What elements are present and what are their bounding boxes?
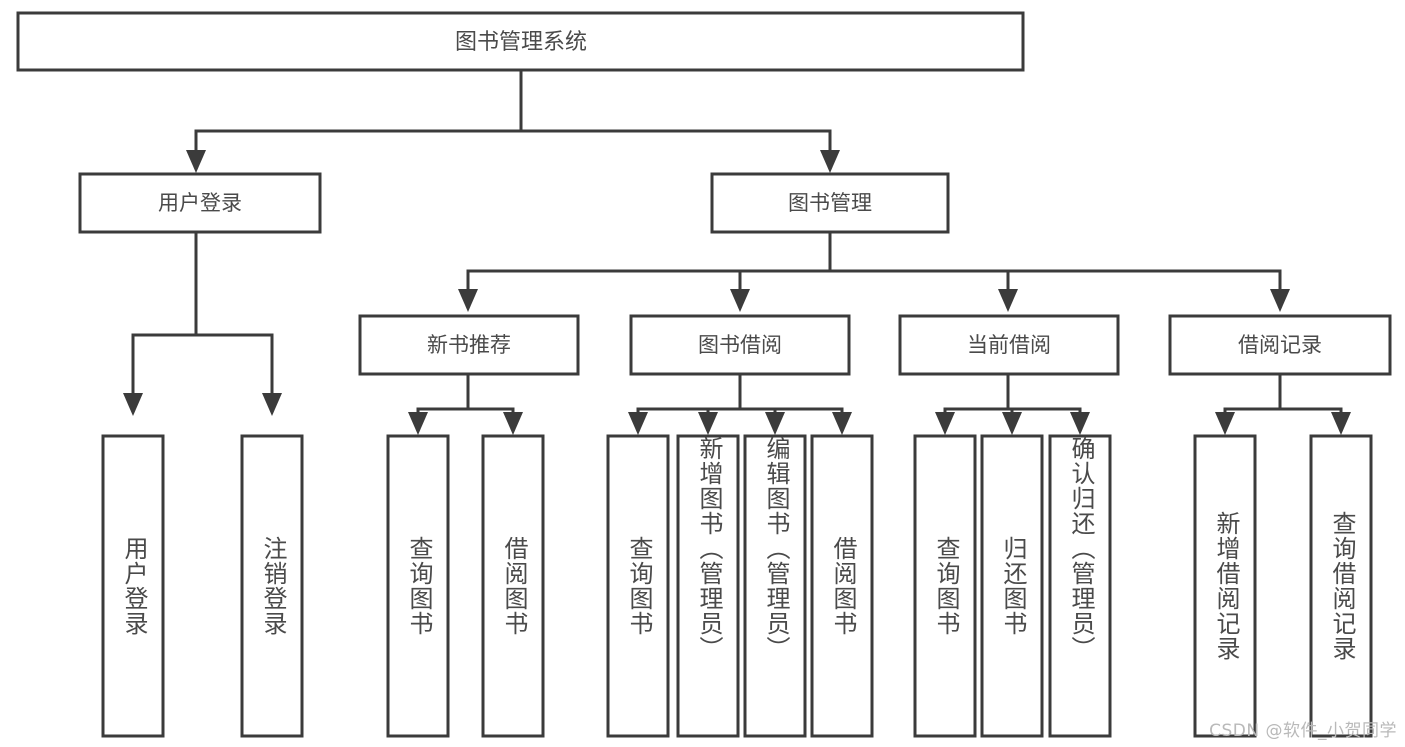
connector-book-borrow-to-leaves (628, 374, 852, 435)
node-current-borrow-label: 当前借阅 (967, 333, 1051, 357)
node-new-book-recommend-label: 新书推荐 (427, 333, 511, 357)
leaf-box-borrow-record-1[interactable] (1309, 434, 1373, 738)
node-root-system-label: 图书管理系统 (455, 30, 587, 55)
connector-root-to-level1 (186, 68, 840, 173)
leaf-box-current-borrow-1[interactable] (980, 434, 1044, 738)
leaf-box-new-book-1[interactable] (481, 434, 545, 738)
leaf-box-current-borrow-2[interactable] (1048, 434, 1112, 738)
connector-current-borrow-to-leaves (935, 374, 1090, 435)
leaf-box-book-borrow-3[interactable] (810, 434, 874, 738)
node-book-manage-label: 图书管理 (788, 191, 872, 215)
leaf-box-book-borrow-0[interactable] (606, 434, 670, 738)
leaf-box-book-borrow-1[interactable] (676, 434, 740, 738)
node-root-system[interactable]: 图书管理系统 (16, 11, 1025, 72)
node-current-borrow[interactable]: 当前借阅 (898, 314, 1120, 376)
node-user-login-label: 用户登录 (158, 191, 242, 215)
leaf-box-book-borrow-2[interactable] (743, 434, 807, 738)
csdn-watermark: CSDN @软件_小贺同学 (1209, 721, 1397, 741)
leaf-box-new-book-0[interactable] (386, 434, 450, 738)
connector-book-manage-to-level2 (458, 230, 1290, 312)
leaf-box-user-login-1[interactable] (240, 434, 304, 738)
node-borrow-record[interactable]: 借阅记录 (1168, 314, 1392, 376)
leaf-box-current-borrow-0[interactable] (913, 434, 977, 738)
node-user-login[interactable]: 用户登录 (78, 172, 322, 234)
connector-user-login-to-leaves (123, 230, 282, 416)
connector-new-book-to-leaves (408, 374, 523, 435)
node-book-borrow-label: 图书借阅 (698, 333, 782, 357)
connector-borrow-record-to-leaves (1215, 374, 1351, 435)
node-borrow-record-label: 借阅记录 (1238, 333, 1322, 357)
node-book-borrow[interactable]: 图书借阅 (629, 314, 851, 376)
node-new-book-recommend[interactable]: 新书推荐 (358, 314, 580, 376)
leaf-box-borrow-record-0[interactable] (1193, 434, 1257, 738)
leaf-box-user-login-0[interactable] (101, 434, 165, 738)
node-book-manage[interactable]: 图书管理 (710, 172, 950, 234)
